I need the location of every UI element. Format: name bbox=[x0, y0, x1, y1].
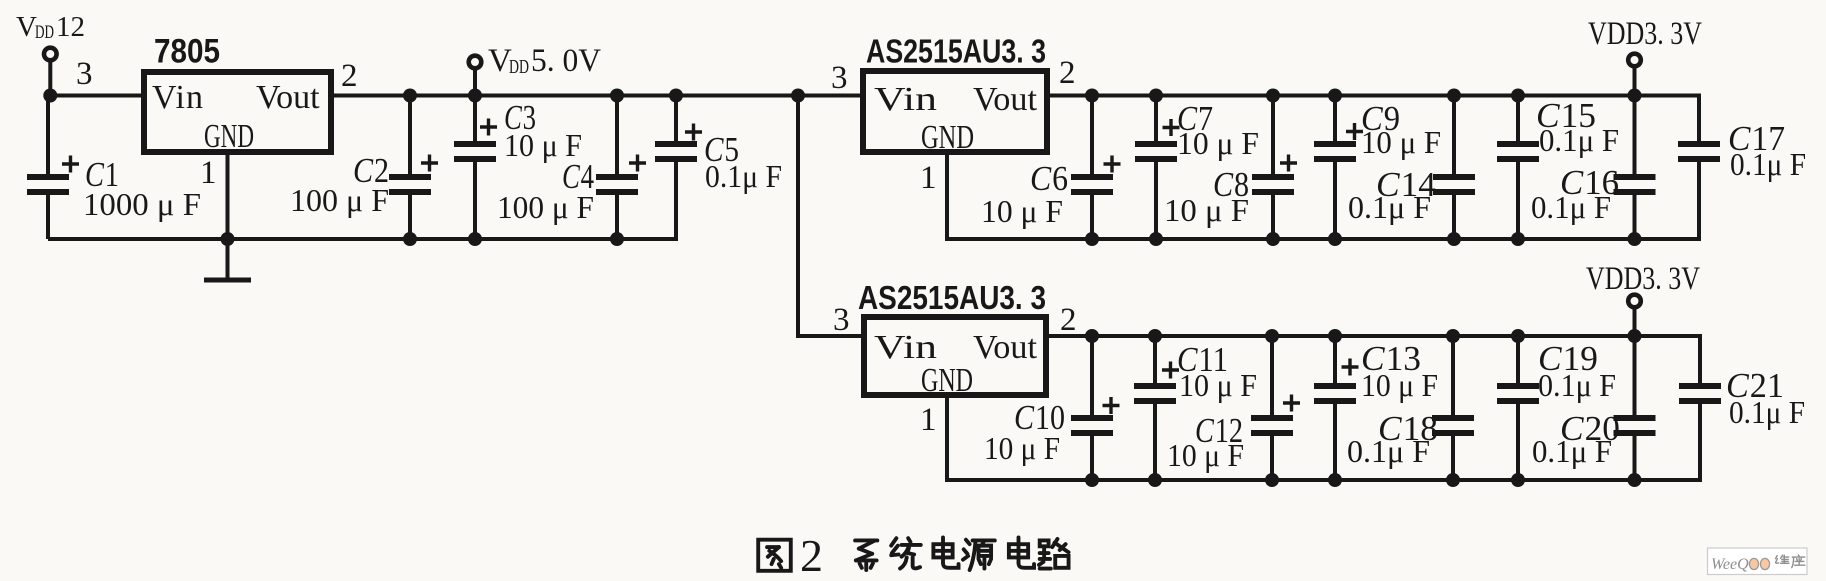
svg-text:Vout: Vout bbox=[973, 329, 1038, 366]
svg-text:10 μ F: 10 μ F bbox=[1179, 367, 1257, 403]
svg-text:10 μ F: 10 μ F bbox=[1164, 192, 1249, 228]
svg-text:VDD3. 3V: VDD3. 3V bbox=[1586, 261, 1700, 297]
svg-text:0.1μ F: 0.1μ F bbox=[1531, 189, 1611, 225]
svg-text:10 μ F: 10 μ F bbox=[981, 193, 1063, 229]
svg-text:0.1μ F: 0.1μ F bbox=[1532, 433, 1612, 469]
svg-text:C7: C7 bbox=[1177, 99, 1213, 138]
svg-text:Vin: Vin bbox=[874, 81, 937, 118]
svg-text:DD: DD bbox=[509, 56, 529, 78]
svg-text:AS2515AU3. 3: AS2515AU3. 3 bbox=[866, 33, 1046, 70]
svg-text:0.1μ F: 0.1μ F bbox=[1729, 394, 1805, 430]
svg-text:C9: C9 bbox=[1361, 99, 1400, 138]
svg-text:Vin: Vin bbox=[152, 79, 204, 116]
svg-text:0.1μ F: 0.1μ F bbox=[1730, 146, 1806, 182]
svg-text:VDD3. 3V: VDD3. 3V bbox=[1588, 16, 1702, 52]
svg-text:0.1μ F: 0.1μ F bbox=[1538, 367, 1616, 403]
svg-text:3: 3 bbox=[831, 60, 848, 96]
svg-text:0.1μ F: 0.1μ F bbox=[1347, 433, 1430, 469]
svg-text:2: 2 bbox=[1060, 302, 1077, 338]
svg-text:C13: C13 bbox=[1361, 339, 1421, 378]
svg-text:C19: C19 bbox=[1538, 339, 1598, 378]
svg-text:GND: GND bbox=[921, 362, 973, 399]
svg-text:1: 1 bbox=[920, 402, 937, 438]
svg-text:10 μ F: 10 μ F bbox=[1177, 125, 1259, 161]
svg-text:C16: C16 bbox=[1560, 163, 1619, 202]
svg-text:C11: C11 bbox=[1177, 340, 1228, 379]
svg-text:3: 3 bbox=[833, 302, 850, 338]
svg-text:0.1μ F: 0.1μ F bbox=[1539, 122, 1619, 158]
svg-text:1: 1 bbox=[200, 155, 217, 191]
svg-text:2: 2 bbox=[1059, 55, 1076, 91]
svg-text:GND: GND bbox=[204, 118, 254, 155]
svg-text:C1: C1 bbox=[85, 155, 119, 194]
svg-text:C20: C20 bbox=[1560, 409, 1620, 448]
svg-text:2: 2 bbox=[341, 58, 358, 94]
svg-text:12: 12 bbox=[56, 11, 85, 43]
svg-text:1: 1 bbox=[920, 160, 937, 196]
svg-text:10 μ F: 10 μ F bbox=[504, 127, 582, 163]
svg-text:C8: C8 bbox=[1213, 165, 1249, 204]
svg-text:100 μ F: 100 μ F bbox=[290, 182, 389, 218]
svg-text:10 μ F: 10 μ F bbox=[984, 430, 1060, 466]
svg-text:2: 2 bbox=[800, 530, 823, 581]
svg-text:10 μ F: 10 μ F bbox=[1361, 124, 1441, 160]
svg-text:C21: C21 bbox=[1726, 366, 1784, 405]
svg-text:C2: C2 bbox=[353, 151, 389, 190]
svg-text:C3: C3 bbox=[504, 98, 536, 137]
svg-text:Vin: Vin bbox=[874, 329, 937, 366]
svg-text:WeeQ: WeeQ bbox=[1711, 556, 1749, 573]
svg-text:DD: DD bbox=[35, 22, 54, 43]
svg-text:C4: C4 bbox=[562, 157, 594, 196]
svg-text:C17: C17 bbox=[1728, 119, 1785, 158]
svg-text:C12: C12 bbox=[1195, 411, 1243, 450]
svg-text:C5: C5 bbox=[704, 130, 739, 169]
svg-text:C15: C15 bbox=[1536, 96, 1596, 135]
svg-text:C14: C14 bbox=[1376, 165, 1436, 204]
svg-text:7805: 7805 bbox=[154, 33, 220, 71]
svg-text:100 μ F: 100 μ F bbox=[497, 189, 594, 225]
svg-text:0.1μ F: 0.1μ F bbox=[705, 158, 782, 194]
svg-text:10 μ F: 10 μ F bbox=[1167, 437, 1244, 473]
svg-text:C18: C18 bbox=[1378, 409, 1438, 448]
svg-text:3: 3 bbox=[76, 56, 93, 92]
svg-text:10 μ F: 10 μ F bbox=[1361, 367, 1438, 403]
svg-text:GND: GND bbox=[921, 119, 974, 156]
svg-text:V: V bbox=[488, 43, 512, 79]
svg-text:0.1μ F: 0.1μ F bbox=[1348, 189, 1431, 225]
svg-text:AS2515AU3. 3: AS2515AU3. 3 bbox=[858, 279, 1046, 316]
svg-text:C10: C10 bbox=[1014, 398, 1065, 437]
svg-text:V: V bbox=[16, 11, 37, 43]
svg-text:Vout: Vout bbox=[973, 81, 1038, 118]
svg-text:5. 0V: 5. 0V bbox=[531, 43, 601, 79]
svg-text:C6: C6 bbox=[1030, 159, 1068, 198]
svg-text:Vout: Vout bbox=[256, 79, 320, 116]
svg-text:1000 μ F: 1000 μ F bbox=[83, 186, 201, 222]
